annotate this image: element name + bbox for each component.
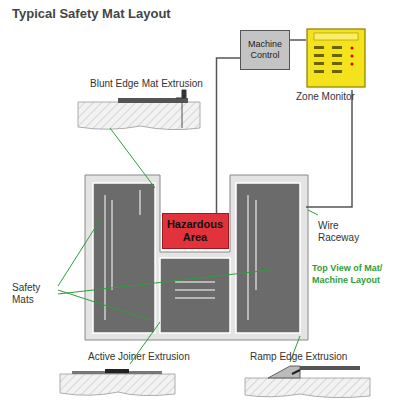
wire-connector xyxy=(217,58,241,213)
extrusion-label: Blunt Edge Mat Extrusion xyxy=(90,78,220,90)
zone-monitor: Zone Monitor xyxy=(296,28,370,102)
node-text: Hazardous Area xyxy=(166,218,225,244)
zone-monitor-device xyxy=(306,28,366,88)
node-text: Machine Control xyxy=(243,39,287,61)
wire-raceway-label: Wire Raceway xyxy=(318,220,374,244)
hazardous-area-box: Hazardous Area xyxy=(162,213,229,249)
wire-connector xyxy=(290,39,306,41)
view-note: Top View of Mat/ Machine Layout xyxy=(312,262,396,286)
safety-mats-label: Safety Mats xyxy=(12,282,60,306)
node-text: Zone Monitor xyxy=(296,91,370,102)
machine-control-box: Machine Control xyxy=(240,30,290,70)
extrusion-label: Ramp Edge Extrusion xyxy=(250,351,370,363)
extrusion-label: Active Joiner Extrusion xyxy=(88,351,218,363)
diagram-title: Typical Safety Mat Layout xyxy=(12,8,171,20)
